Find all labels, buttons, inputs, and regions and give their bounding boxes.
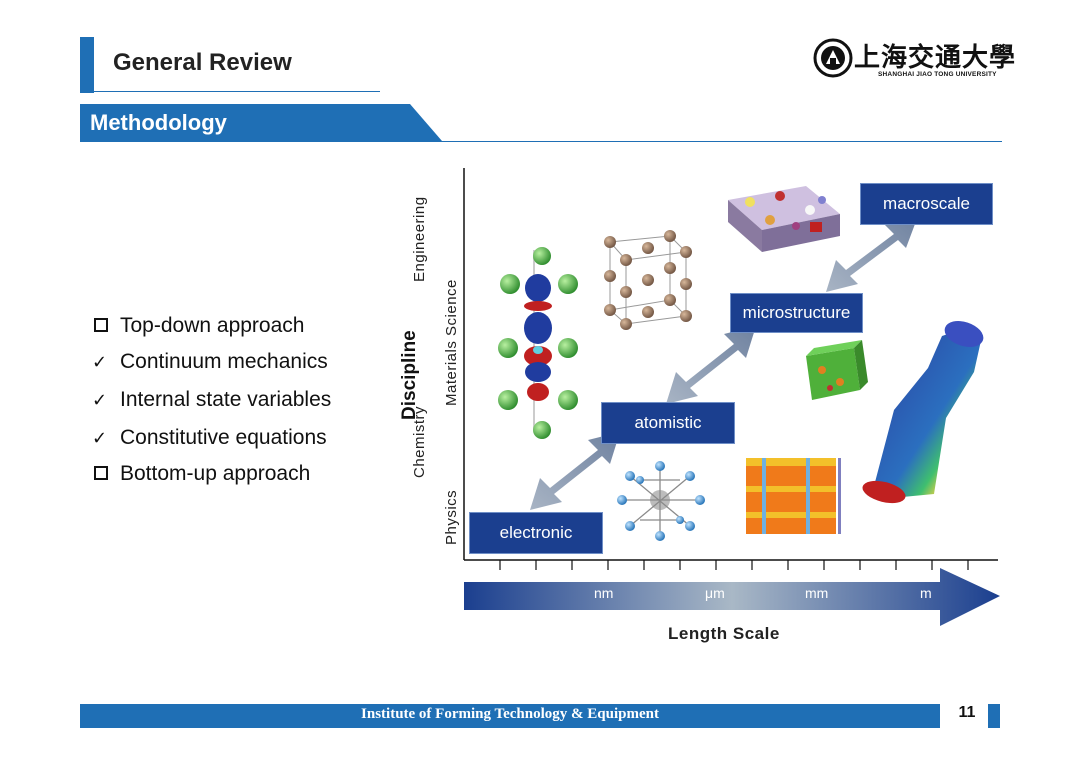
scale-transition-arrow-2: [666, 326, 756, 404]
contour-simulation-image: [746, 458, 841, 534]
polycrystal-slab-image: [728, 186, 840, 252]
check-icon: ✓: [92, 427, 108, 448]
length-scale-arrow: [464, 568, 1000, 626]
header-underline: [94, 91, 380, 92]
bullet-text: Internal state variables: [120, 388, 332, 411]
x-tick-label: mm: [805, 585, 829, 601]
section-band: [80, 104, 442, 141]
university-seal-icon: [813, 38, 853, 78]
footer-institute-text: Institute of Forming Technology & Equipm…: [361, 706, 659, 722]
x-tick-label: m: [920, 585, 932, 601]
electron-density-molecule-image: [498, 247, 578, 439]
x-axis-title: Length Scale: [668, 624, 780, 643]
check-icon: ✓: [92, 351, 108, 372]
crystal-lattice-image: [604, 230, 692, 330]
scale-transition-arrow-1: [530, 432, 620, 510]
x-tick-label: μm: [705, 585, 725, 601]
discipline-label-materials-science: Materials Science: [443, 279, 460, 406]
bullet-item: Top-down approach: [92, 314, 304, 338]
atomic-cluster-image: [617, 461, 705, 541]
bullet-text: Constitutive equations: [120, 426, 327, 449]
bullet-text: Continuum mechanics: [120, 350, 328, 373]
square-bullet-icon: [92, 316, 120, 337]
page-number: 11: [958, 704, 976, 721]
scale-box-microstructure: microstructure: [730, 293, 863, 333]
footer-accent: [988, 704, 1000, 728]
logo-chinese-text: 上海交通大學: [854, 43, 1017, 73]
bullet-item: Bottom-up approach: [92, 462, 310, 486]
multiscale-diagram: [463, 168, 1000, 626]
bullet-item: ✓ Continuum mechanics: [92, 350, 328, 374]
check-icon: ✓: [92, 389, 108, 410]
discipline-label-physics: Physics: [443, 489, 460, 545]
section-underline: [80, 141, 1002, 142]
scale-box-electronic: electronic: [469, 512, 603, 554]
logo-english-text: SHANGHAI JIAO TONG UNIVERSITY: [878, 71, 997, 78]
bullet-text: Bottom-up approach: [120, 462, 311, 485]
scale-box-atomistic: atomistic: [601, 402, 735, 444]
deformed-shaft-image: [862, 321, 984, 504]
grain-cube-image: [806, 340, 868, 400]
discipline-label-chemistry: Chemistry: [411, 405, 428, 478]
page-title: General Review: [113, 49, 292, 76]
footer-bar: [80, 704, 940, 728]
scale-transition-arrow-3: [826, 216, 918, 292]
header-accent-bar: [80, 37, 94, 93]
square-bullet-icon: [92, 464, 120, 485]
discipline-label-engineering: Engineering: [411, 196, 428, 282]
scale-box-macroscale: macroscale: [860, 183, 993, 225]
section-title: Methodology: [90, 110, 227, 135]
bullet-item: ✓ Constitutive equations: [92, 426, 327, 450]
bullet-item: ✓ Internal state variables: [92, 388, 331, 412]
bullet-text: Top-down approach: [120, 314, 305, 337]
x-tick-label: nm: [594, 585, 614, 601]
